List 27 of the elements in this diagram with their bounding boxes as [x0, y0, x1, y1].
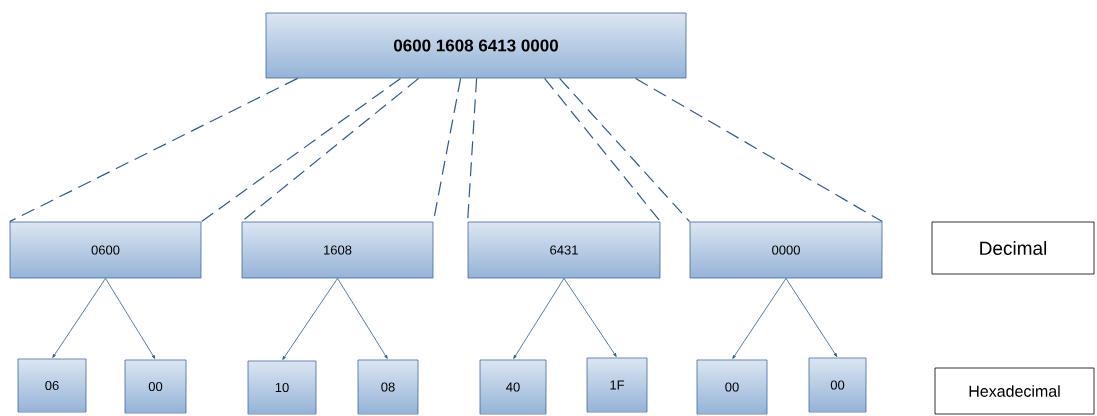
arrow	[337, 278, 388, 359]
row-label-box: Hexadecimal	[934, 367, 1095, 415]
decimal-box: 1608	[241, 221, 434, 279]
number-box: 0600 1608 6413 0000	[265, 12, 687, 79]
arrow	[513, 278, 565, 359]
decimal-box: 0600	[9, 221, 202, 279]
decimal-box: 6431	[467, 221, 661, 279]
row-label-box: Decimal	[931, 221, 1095, 275]
arrow	[282, 278, 338, 360]
hex-box: 40	[479, 359, 547, 415]
hex-box: 00	[124, 359, 187, 414]
arrow	[785, 278, 838, 357]
arrow	[732, 278, 787, 359]
dashed-line	[635, 77, 883, 223]
arrow	[105, 278, 156, 359]
hex-box: 00	[808, 357, 867, 413]
hex-box: 06	[17, 358, 87, 413]
hex-box: 00	[696, 359, 768, 415]
decimal-box: 0000	[689, 221, 883, 279]
hex-box: 10	[247, 360, 317, 415]
hex-box: 1F	[586, 357, 648, 413]
hex-box: 08	[357, 359, 419, 415]
dashed-line	[9, 77, 299, 223]
dashed-line	[559, 77, 691, 223]
dashed-line	[200, 77, 402, 223]
arrow	[563, 278, 617, 357]
arrow	[52, 278, 106, 358]
